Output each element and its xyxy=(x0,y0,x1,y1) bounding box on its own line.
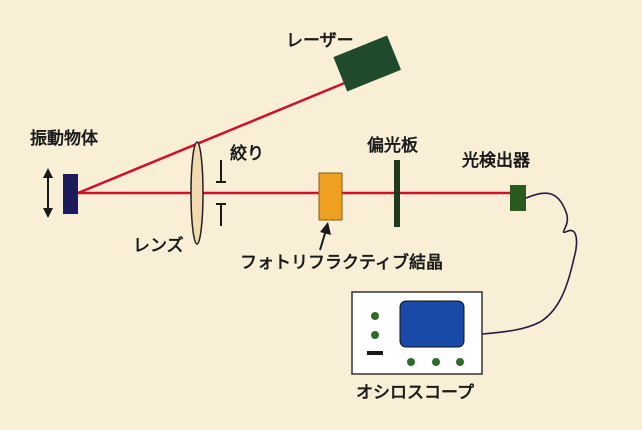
vibration-arrow-icon xyxy=(43,168,53,218)
oscilloscope-knob xyxy=(407,358,415,366)
oscilloscope-knob xyxy=(456,358,464,366)
oscilloscope-knob xyxy=(432,358,440,366)
polarizer xyxy=(394,160,400,227)
photodetector xyxy=(510,185,526,211)
oscilloscope-label: オシロスコープ xyxy=(356,383,474,403)
crystal-pointer-arrow-icon xyxy=(319,222,331,251)
vibrating-object-label: 振動物体 xyxy=(30,129,98,149)
oscilloscope-knob xyxy=(371,331,379,339)
laser-label: レーザー xyxy=(286,31,354,51)
oscilloscope-switch xyxy=(367,351,383,355)
iris-label: 絞り xyxy=(230,144,264,164)
photorefractive-crystal xyxy=(318,172,343,221)
iris-aperture xyxy=(216,160,226,226)
incident-beam xyxy=(77,80,348,195)
polarizer-label: 偏光板 xyxy=(367,136,418,156)
oscilloscope-knob xyxy=(371,312,379,320)
oscilloscope-screen xyxy=(399,300,465,348)
lens-label: レンズ xyxy=(133,236,184,256)
vibrating-object xyxy=(63,174,78,214)
crystal-label: フォトリフラクティブ結晶 xyxy=(240,253,443,273)
laser-body xyxy=(333,35,402,92)
lens xyxy=(190,141,204,245)
signal-cable xyxy=(481,192,578,335)
photodetector-label: 光検出器 xyxy=(462,151,530,171)
oscilloscope xyxy=(351,291,483,375)
